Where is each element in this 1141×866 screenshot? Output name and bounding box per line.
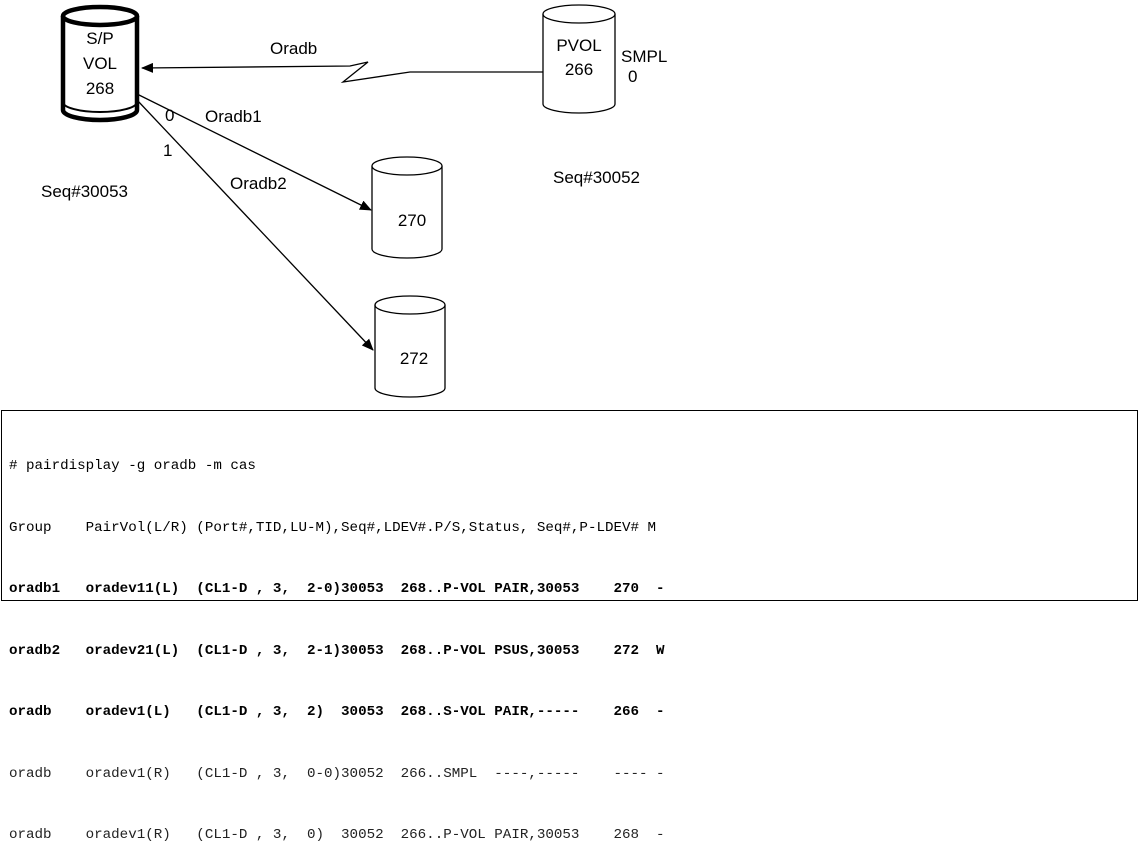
oradb1-link-label: Oradb1 xyxy=(205,107,262,126)
seq-30052-label: Seq#30052 xyxy=(553,168,640,187)
pvol-266-cylinder: PVOL 266 xyxy=(542,4,616,114)
vol-272-label: 272 xyxy=(400,349,428,368)
command-line: # pairdisplay -g oradb -m cas xyxy=(9,458,256,474)
svol-label-line1: S/P xyxy=(86,29,113,48)
pvol-label-line1: PVOL xyxy=(556,36,601,55)
mu-0-label: 0 xyxy=(165,106,174,125)
output-row: oradb2 oradev21(L) (CL1-D , 3, 2-1)30053… xyxy=(9,642,665,659)
output-row: oradb oradev1(R) (CL1-D , 3, 0-0)30052 2… xyxy=(9,765,665,782)
svol-label-line3: 268 xyxy=(86,79,114,98)
volume-pair-diagram: S/P VOL 268 PVOL 266 270 272 Oradb Oradb… xyxy=(41,4,667,398)
svol-label-line2: VOL xyxy=(83,54,117,73)
pairdisplay-output: # pairdisplay -g oradb -m cas Group Pair… xyxy=(1,410,1138,843)
output-header: Group PairVol(L/R) (Port#,TID,LU-M),Seq#… xyxy=(9,519,657,536)
mu-1-label: 1 xyxy=(163,141,172,160)
oradb2-arrow xyxy=(136,99,374,351)
pvol-label-line2: 266 xyxy=(565,60,593,79)
oradb-remote-link-arrow xyxy=(141,61,543,83)
oradb1-arrow xyxy=(136,93,372,211)
vol-272-cylinder: 272 xyxy=(374,295,446,398)
smpl-status-label: SMPL xyxy=(621,47,667,66)
smpl-mu-number: 0 xyxy=(628,67,637,86)
seq-30053-label: Seq#30053 xyxy=(41,182,128,201)
output-row: oradb oradev1(L) (CL1-D , 3, 2) 30053 26… xyxy=(9,704,665,720)
oradb-link-label: Oradb xyxy=(270,39,317,58)
output-row: oradb oradev1(R) (CL1-D , 3, 0) 30052 26… xyxy=(9,827,665,843)
svol-268-cylinder: S/P VOL 268 xyxy=(60,4,140,123)
vol-270-label: 270 xyxy=(398,211,426,230)
vol-270-cylinder: 270 xyxy=(371,156,443,259)
output-row: oradb1 oradev11(L) (CL1-D , 3, 2-0)30053… xyxy=(9,581,665,597)
oradb2-link-label: Oradb2 xyxy=(230,174,287,193)
